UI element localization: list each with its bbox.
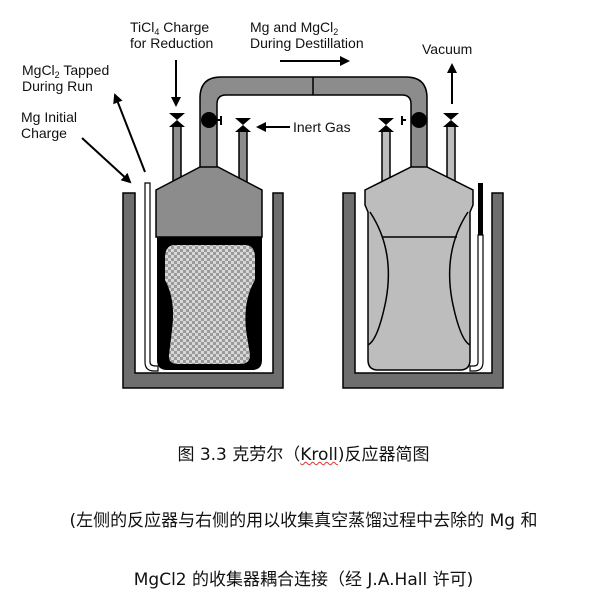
collector-valve-icon[interactable] <box>378 118 394 132</box>
right-furnace <box>342 192 504 389</box>
condensate-left <box>367 211 390 346</box>
figure-caption-line3: MgCl2 的收集器耦合连接（经 J.A.Hall 许可) <box>133 570 474 590</box>
right-valve-handle-icon <box>401 116 406 125</box>
label-during-run: During Run <box>22 78 93 94</box>
left-pipe-valve-icon[interactable] <box>201 112 217 128</box>
inert-gas-valve-icon[interactable] <box>235 118 251 132</box>
label-inert-gas: Inert Gas <box>293 119 351 135</box>
collector-tube <box>469 234 484 372</box>
collector-vessel <box>364 166 474 371</box>
mgcl2-tapped-arrow-icon <box>113 93 146 173</box>
label-for-reduction: for Reduction <box>130 35 213 51</box>
thermocouple <box>478 183 483 235</box>
ticl4-valve-icon[interactable] <box>169 113 185 127</box>
figure-caption-line2: (左侧的反应器与右侧的用以收集真空蒸馏过程中去除的 Mg 和 <box>69 511 538 531</box>
left-furnace <box>122 192 284 389</box>
condensate-right <box>448 211 471 346</box>
mgcl2-tap-tube <box>144 182 159 372</box>
right-pipe-valve-icon[interactable] <box>411 112 427 128</box>
label-charge: Charge <box>21 125 67 141</box>
label-ticl4-charge: TiCl4 Charge <box>130 19 209 37</box>
reactor-lid <box>155 166 263 238</box>
figure-caption-title: 图 3.3 克劳尔（Kroll)反应器简图 <box>177 445 430 465</box>
label-during-distillation: During Destillation <box>250 35 364 51</box>
vacuum-valve-icon[interactable] <box>443 113 459 127</box>
mg-charge-arrow-icon <box>81 137 132 184</box>
label-mg-mgcl2: Mg and MgCl2 <box>250 19 338 37</box>
label-mg-initial: Mg Initial <box>21 109 77 125</box>
label-mgcl2-tapped: MgCl2 Tapped <box>22 62 109 80</box>
kroll-reactor-diagram: TiCl4 Charge for Reduction Mg and MgCl2 … <box>21 19 504 389</box>
label-vacuum: Vacuum <box>422 41 472 57</box>
left-valve-handle-icon <box>217 116 222 125</box>
titanium-sponge <box>165 245 255 364</box>
